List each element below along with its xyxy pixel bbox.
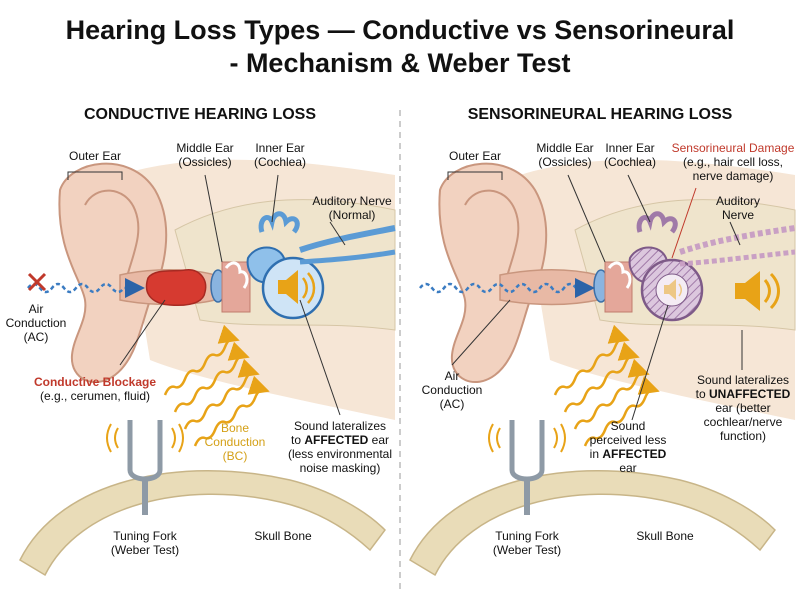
label-inner-ear-left-1: Inner Ear [255, 141, 304, 155]
label-lateralize-right-2: to UNAFFECTED [696, 387, 791, 401]
label-damage-2: (e.g., hair cell loss, [683, 155, 783, 169]
conductive-blockage-mass [145, 269, 207, 307]
label-damage-1: Sensorineural Damage [672, 141, 795, 155]
label-middle-ear-left-2: (Ossicles) [178, 155, 231, 169]
ear-fold-right [464, 189, 520, 286]
skull-bone-right [409, 469, 776, 577]
outer-ear-pinna-left [58, 162, 168, 384]
label-skull-bone-right: Skull Bone [636, 529, 694, 543]
page-title: Hearing Loss Types — Conductive vs Senso… [0, 14, 800, 80]
label-lateralize-right-1: Sound lateralizes [697, 373, 789, 387]
loud-speaker-icon [278, 270, 316, 304]
tuning-fork-icon-left [106, 420, 184, 515]
label-perceived-4: ear [619, 461, 636, 475]
label-lateralize-right-5: function) [720, 429, 766, 443]
pointer-lines-right [447, 171, 743, 421]
skull-bone-left [19, 469, 386, 577]
label-lateralize-left-1: Sound lateralizes [294, 419, 386, 433]
label-air-conduction-left-2: Conduction [6, 316, 67, 330]
label-auditory-nerve-left-1: Auditory Nerve [312, 194, 392, 208]
label-inner-ear-left-2: (Cochlea) [254, 155, 306, 169]
label-air-conduction-right-1: Air [445, 369, 460, 383]
title-line-2: - Mechanism & Weber Test [229, 48, 571, 78]
label-outer-ear-right: Outer Ear [449, 149, 501, 163]
label-lateralize-left-2: to AFFECTED ear [291, 433, 389, 447]
label-auditory-nerve-left-2: (Normal) [329, 208, 376, 222]
bone-conduction-waves-left [163, 324, 270, 447]
outer-ear-pinna-right [438, 162, 548, 384]
label-bone-conduction-3: (BC) [223, 449, 248, 463]
label-middle-ear-right-2: (Ossicles) [538, 155, 591, 169]
middle-ear-cavity-left [221, 261, 251, 313]
tuning-fork-icon-right [488, 420, 566, 515]
unaffected-speaker-icon [735, 271, 780, 311]
label-perceived-2: perceived less [590, 433, 667, 447]
label-tuning-fork-right-1: Tuning Fork [495, 529, 560, 543]
blocked-x-icon [27, 272, 47, 292]
label-air-conduction-right-2: Conduction [422, 383, 483, 397]
label-skull-bone-left: Skull Bone [254, 529, 312, 543]
label-tuning-fork-right-2: (Weber Test) [493, 543, 561, 557]
label-middle-ear-right-1: Middle Ear [536, 141, 593, 155]
label-air-conduction-right-3: (AC) [440, 397, 465, 411]
label-outer-ear-left: Outer Ear [69, 149, 121, 163]
label-lateralize-right-4: cochlear/nerve [704, 415, 783, 429]
label-lateralize-left-3: (less environmental [288, 447, 392, 461]
conductive-panel [19, 159, 396, 577]
label-middle-ear-left-1: Middle Ear [176, 141, 233, 155]
label-perceived-1: Sound [611, 419, 646, 433]
ossicles-left [224, 261, 249, 289]
ossicles-right [607, 261, 632, 289]
sensorineural-panel [409, 159, 796, 577]
ear-canal-right [499, 269, 599, 306]
label-air-conduction-left-1: Air [29, 302, 44, 316]
air-conduction-wave-left [27, 278, 145, 298]
middle-ear-cavity-right [604, 261, 633, 313]
title-line-1: Hearing Loss Types — Conductive vs Senso… [65, 15, 735, 45]
label-bone-conduction-2: Conduction [205, 435, 266, 449]
label-inner-ear-right-2: (Cochlea) [604, 155, 656, 169]
label-lateralize-right-3: ear (better [715, 401, 770, 415]
label-air-conduction-left-3: (AC) [24, 330, 49, 344]
conductive-heading: CONDUCTIVE HEARING LOSS [83, 106, 316, 123]
label-lateralize-left-4: noise masking) [300, 461, 381, 475]
label-perceived-3: in AFFECTED [590, 447, 667, 461]
label-blockage-1: Conductive Blockage [34, 375, 156, 389]
ear-fold-left [84, 189, 140, 286]
label-auditory-nerve-right-1: Auditory [716, 194, 760, 208]
label-auditory-nerve-right-2: Nerve [722, 208, 754, 222]
faint-speaker-icon [664, 279, 682, 300]
label-blockage-2: (e.g., cerumen, fluid) [40, 389, 150, 403]
pointer-lines-left [67, 171, 346, 416]
label-tuning-fork-left-1: Tuning Fork [113, 529, 178, 543]
label-inner-ear-right-1: Inner Ear [605, 141, 654, 155]
label-bone-conduction-1: Bone [221, 421, 249, 435]
label-damage-3: nerve damage) [693, 169, 774, 183]
label-tuning-fork-left-2: (Weber Test) [111, 543, 179, 557]
sensorineural-heading: SENSORINEURAL HEARING LOSS [467, 106, 733, 123]
bone-conduction-waves-right [553, 324, 660, 447]
